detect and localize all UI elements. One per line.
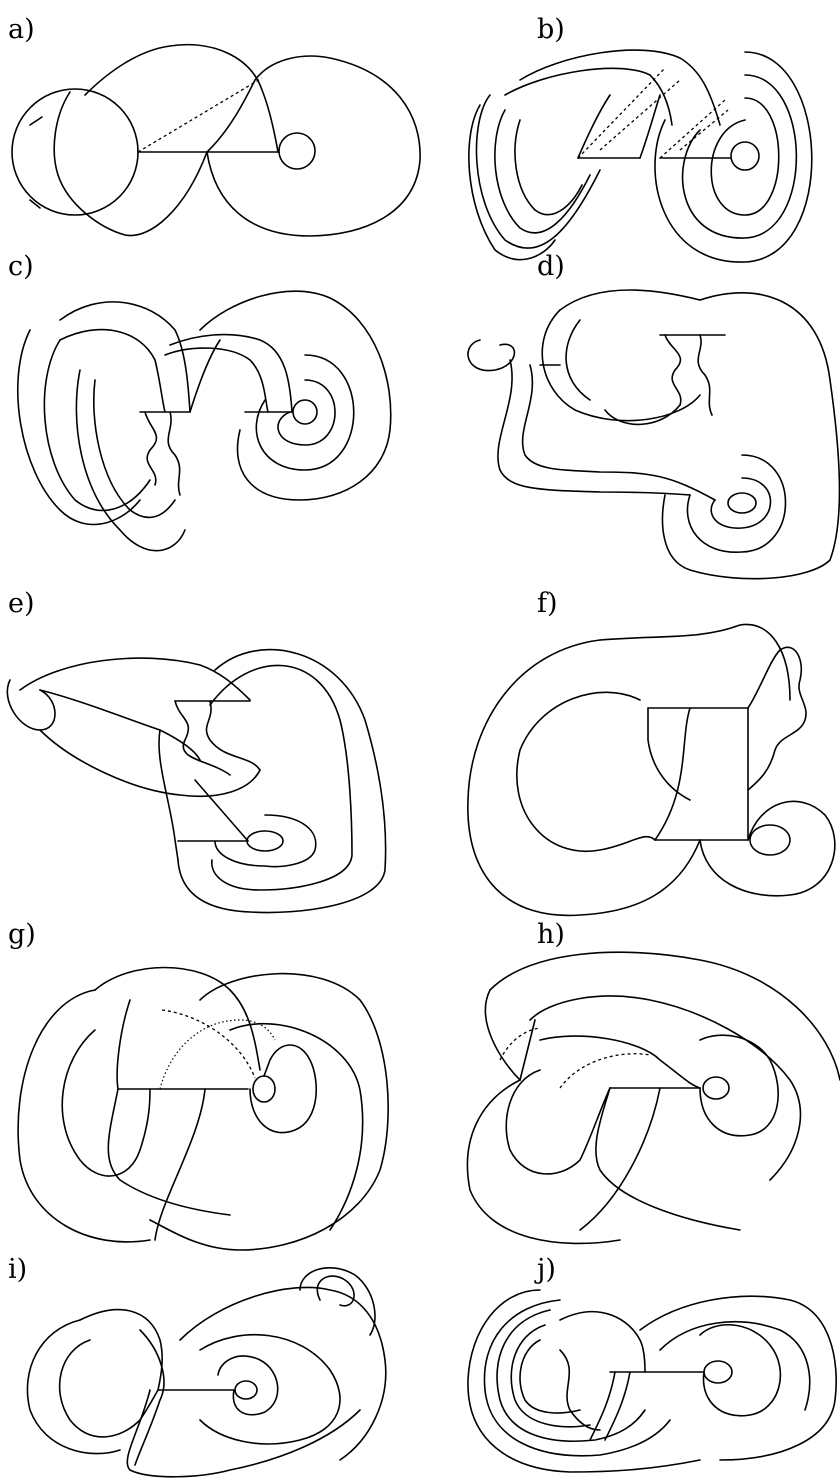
- panel-label-f: f): [537, 588, 558, 619]
- panel-b-diagram: [469, 50, 812, 262]
- panel-label-g: g): [8, 919, 36, 950]
- panel-a-diagram: [12, 45, 420, 236]
- panel-label-c: c): [8, 251, 34, 282]
- panel-label-h: h): [537, 919, 565, 950]
- panel-f-diagram: [468, 624, 835, 915]
- panel-j-diagram: [468, 1290, 836, 1472]
- panel-label-d: d): [537, 251, 565, 282]
- panel-label-b: b): [537, 14, 565, 45]
- panel-h-diagram: [467, 952, 840, 1243]
- panel-e-diagram: [7, 650, 385, 913]
- panel-label-e: e): [8, 588, 35, 619]
- panel-label-a: a): [8, 14, 35, 45]
- panel-i-diagram: [27, 1268, 385, 1477]
- panel-d-diagram: [468, 290, 839, 579]
- panel-c-diagram: [18, 291, 391, 550]
- panel-label-j: j): [534, 1254, 556, 1285]
- panel-g-diagram: [18, 968, 388, 1251]
- panel-label-i: i): [8, 1254, 27, 1285]
